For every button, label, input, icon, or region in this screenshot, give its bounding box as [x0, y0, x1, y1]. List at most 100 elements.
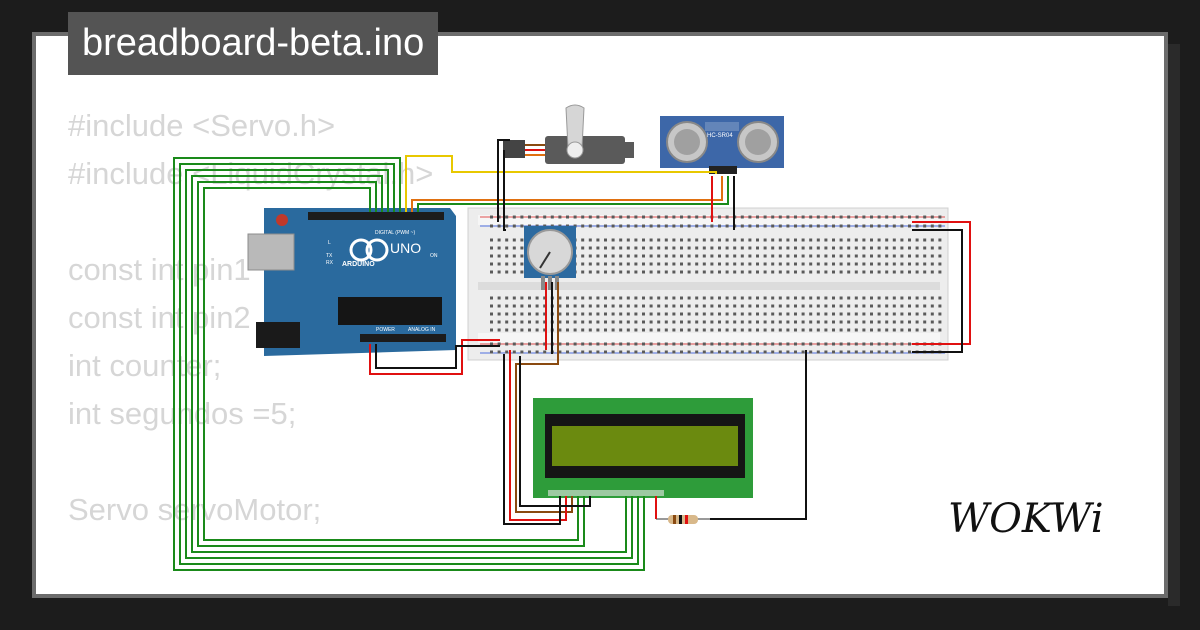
breadboard-hole [718, 246, 721, 250]
breadboard-hole [877, 246, 881, 250]
breadboard-hole [702, 215, 706, 219]
breadboard-hole [832, 262, 835, 266]
breadboard-hole [626, 320, 630, 324]
breadboard-hole [801, 246, 805, 250]
breadboard-hole [885, 312, 889, 316]
breadboard-hole [832, 254, 835, 258]
breadboard-hole [710, 224, 714, 228]
breadboard-hole [832, 342, 835, 346]
breadboard-hole [512, 215, 516, 219]
breadboard-hole [581, 304, 585, 308]
breadboard-hole [870, 304, 873, 308]
breadboard-hole [801, 320, 805, 324]
breadboard-hole [497, 304, 501, 308]
breadboard-hole [908, 215, 911, 219]
breadboard-hole [626, 304, 630, 308]
breadboard-hole [581, 224, 585, 228]
breadboard-hole [649, 350, 653, 354]
breadboard-hole [816, 350, 820, 354]
breadboard-hole [611, 320, 615, 324]
breadboard-hole [642, 238, 645, 242]
breadboard-hole [832, 328, 835, 332]
breadboard-hole [930, 224, 934, 228]
arduino-uno[interactable]: UNO ARDUINO DIGITAL (PWM ~) POWER ANALOG… [247, 208, 456, 356]
breadboard-hole [892, 296, 896, 300]
breadboard-hole [619, 224, 623, 228]
breadboard-hole [885, 215, 889, 219]
breadboard-hole [771, 215, 775, 219]
breadboard-hole [885, 238, 889, 242]
breadboard-hole [816, 320, 820, 324]
breadboard-hole [915, 296, 919, 300]
breadboard-hole [497, 342, 501, 346]
breadboard-hole [832, 215, 835, 219]
breadboard-hole [718, 296, 721, 300]
breadboard-hole [923, 262, 927, 266]
breadboard-hole [588, 342, 592, 346]
breadboard-hole [733, 238, 737, 242]
breadboard-hole [733, 312, 737, 316]
breadboard-hole [573, 215, 577, 219]
breadboard-hole [657, 312, 661, 316]
servo-icon[interactable] [503, 104, 634, 164]
breadboard-hole [854, 328, 858, 332]
breadboard-hole [664, 296, 668, 300]
breadboard-hole [748, 304, 752, 308]
breadboard-hole [634, 350, 638, 354]
breadboard-hole [497, 328, 501, 332]
breadboard-hole [573, 342, 577, 346]
breadboard-hole [649, 296, 653, 300]
breadboard-hole [680, 215, 683, 219]
breadboard-hole [733, 254, 737, 258]
breadboard-hole [923, 215, 927, 219]
breadboard-hole [634, 320, 638, 324]
breadboard-hole [718, 328, 721, 332]
breadboard-hole [839, 320, 843, 324]
potentiometer-icon[interactable] [524, 226, 576, 290]
breadboard-hole [900, 270, 904, 274]
breadboard-hole [908, 342, 911, 346]
breadboard-hole [809, 296, 813, 300]
breadboard-hole [710, 270, 714, 274]
breadboard-hole [794, 254, 797, 258]
breadboard-hole [520, 246, 524, 250]
breadboard-hole [778, 304, 782, 308]
breadboard-hole [710, 304, 714, 308]
breadboard-hole [892, 304, 896, 308]
breadboard-hole [490, 342, 493, 346]
breadboard-hole [763, 296, 767, 300]
breadboard-hole [862, 304, 866, 308]
breadboard-hole [588, 224, 592, 228]
breadboard-hole [497, 262, 501, 266]
breadboard-hole [854, 238, 858, 242]
breadboard-hole [619, 342, 623, 346]
breadboard-hole [520, 320, 524, 324]
breadboard-hole [801, 342, 805, 346]
breadboard-hole [680, 254, 683, 258]
breadboard-hole [862, 312, 866, 316]
breadboard-hole [581, 312, 585, 316]
breadboard-hole [664, 350, 668, 354]
breadboard-hole [520, 304, 524, 308]
breadboard-hole [634, 328, 638, 332]
breadboard-hole [604, 328, 607, 332]
breadboard-hole [680, 296, 683, 300]
breadboard-hole [490, 215, 493, 219]
breadboard-hole [718, 224, 721, 228]
breadboard-hole [588, 320, 592, 324]
breadboard-hole [809, 270, 813, 274]
breadboard-hole [672, 215, 676, 219]
breadboard-hole [900, 342, 904, 346]
lcd-display[interactable] [533, 398, 753, 498]
breadboard-hole [535, 296, 539, 300]
breadboard-hole [915, 254, 919, 258]
ultrasonic-sensor-icon[interactable]: HC-SR04 [660, 116, 784, 174]
resistor-icon[interactable] [656, 515, 710, 524]
breadboard-hole [725, 215, 729, 219]
breadboard-hole [824, 296, 828, 300]
breadboard-hole [877, 350, 881, 354]
breadboard-hole [870, 246, 873, 250]
breadboard-hole [490, 254, 493, 258]
breadboard-hole [497, 238, 501, 242]
breadboard-hole [786, 215, 790, 219]
